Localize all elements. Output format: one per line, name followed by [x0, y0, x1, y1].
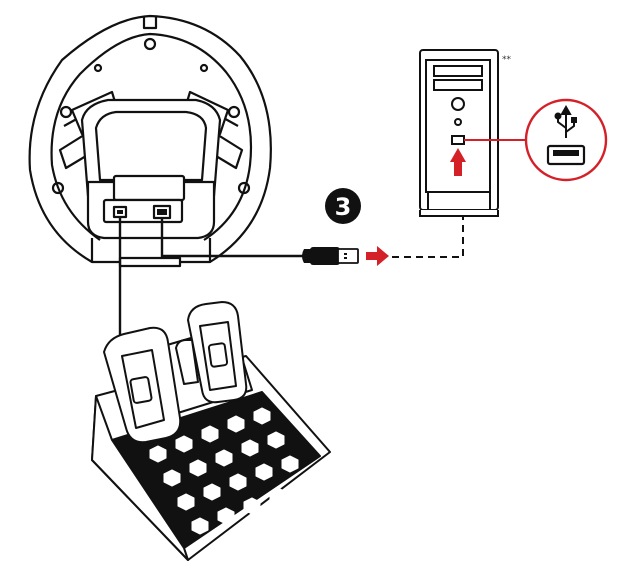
pc-corner-mark: **: [502, 55, 512, 65]
arrow-right-icon: [366, 246, 389, 266]
pc-tower-icon: [419, 49, 499, 217]
pedal-set-icon: [91, 301, 331, 561]
usb-port-icon: [546, 144, 586, 166]
usb-cable: [160, 218, 308, 258]
step-badge: 3: [325, 188, 361, 224]
steering-wheel-icon: [28, 14, 272, 268]
usb-plug-icon: [302, 247, 359, 265]
usb-port-callout: [524, 98, 608, 182]
usb-symbol-icon: [554, 104, 577, 138]
step-number: 3: [335, 193, 352, 221]
arrow-up-icon: [450, 148, 466, 176]
